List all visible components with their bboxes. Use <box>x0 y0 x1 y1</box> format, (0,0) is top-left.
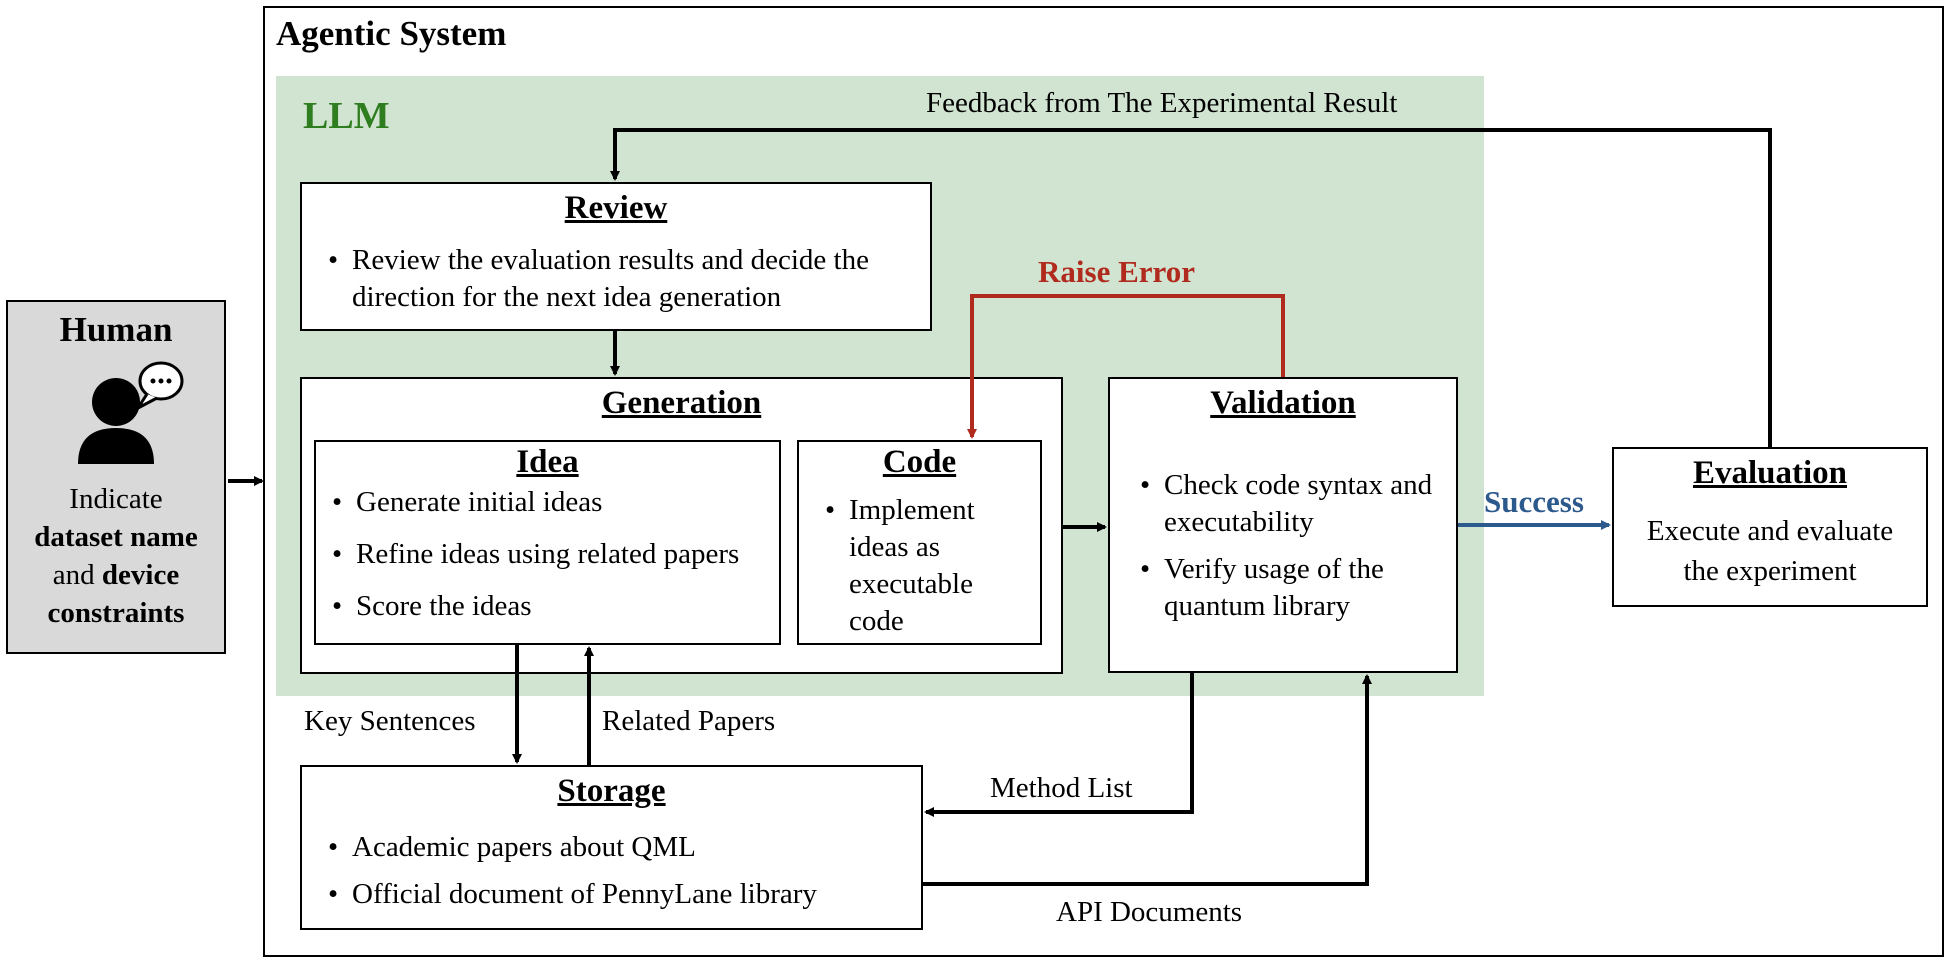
arrow-feedback <box>610 128 1772 447</box>
human-text-dataset: dataset name <box>34 521 198 553</box>
method-list-label: Method List <box>990 772 1133 804</box>
success-label: Success <box>1484 484 1584 519</box>
idea-title: Idea <box>516 444 579 480</box>
idea-item: Score the ideas <box>326 588 775 625</box>
llm-title: LLM <box>303 95 390 137</box>
agentic-system-title: Agentic System <box>276 14 507 53</box>
user-chat-icon <box>78 361 184 464</box>
validation-item: Check code syntax and executability <box>1134 467 1448 541</box>
idea-list: Generate initial ideas Refine ideas usin… <box>326 484 775 625</box>
human-text-line3: and device <box>8 556 224 594</box>
validation-item: Verify usage of the quantum library <box>1134 551 1448 625</box>
storage-item: Academic papers about QML <box>322 829 915 866</box>
human-text-and: and <box>52 559 95 591</box>
agentic-system-frame <box>263 6 1944 957</box>
api-documents-label: API Documents <box>1056 896 1243 928</box>
human-text-device: device <box>101 559 180 591</box>
validation-box: Validation Check code syntax and executa… <box>1108 377 1458 673</box>
arrow-method-list <box>924 673 1194 817</box>
review-box: Review Review the evaluation results and… <box>300 182 932 331</box>
human-title: Human <box>59 310 173 349</box>
evaluation-box: Evaluation Execute and evaluate the expe… <box>1612 447 1928 607</box>
code-list: Implement ideas as executable code <box>819 492 1030 640</box>
storage-item: Official document of PennyLane library <box>322 876 915 913</box>
storage-list: Academic papers about QML Official docum… <box>322 829 915 913</box>
generation-title: Generation <box>601 385 762 421</box>
idea-item: Generate initial ideas <box>326 484 775 521</box>
human-box: Human Indicate dataset name and device c… <box>6 300 226 654</box>
raise-error-label: Raise Error <box>1038 254 1195 289</box>
related-papers-label: Related Papers <box>602 705 776 737</box>
arrow-api-documents <box>923 674 1372 886</box>
storage-title: Storage <box>557 773 666 809</box>
feedback-label: Feedback from The Experimental Result <box>926 87 1398 119</box>
code-title: Code <box>882 444 957 480</box>
human-description: Indicate dataset name and device constra… <box>8 480 224 632</box>
human-text-line1: Indicate <box>69 483 163 515</box>
validation-list: Check code syntax and executability Veri… <box>1134 467 1448 625</box>
human-text-constraints: constraints <box>47 597 185 629</box>
storage-box: Storage Academic papers about QML Offici… <box>300 765 923 930</box>
idea-box: Idea Generate initial ideas Refine ideas… <box>314 440 781 645</box>
evaluation-text: Execute and evaluate the experiment <box>1646 515 1894 587</box>
validation-title: Validation <box>1210 385 1356 421</box>
code-box: Code Implement ideas as executable code <box>797 440 1042 645</box>
evaluation-title: Evaluation <box>1692 455 1848 491</box>
review-title: Review <box>564 190 668 226</box>
review-list: Review the evaluation results and decide… <box>322 242 922 316</box>
code-item: Implement ideas as executable code <box>819 492 1030 640</box>
idea-item: Refine ideas using related papers <box>326 536 775 573</box>
review-item: Review the evaluation results and decide… <box>322 242 922 316</box>
key-sentences-label: Key Sentences <box>304 705 476 737</box>
arrow-raise-error <box>967 294 1285 439</box>
